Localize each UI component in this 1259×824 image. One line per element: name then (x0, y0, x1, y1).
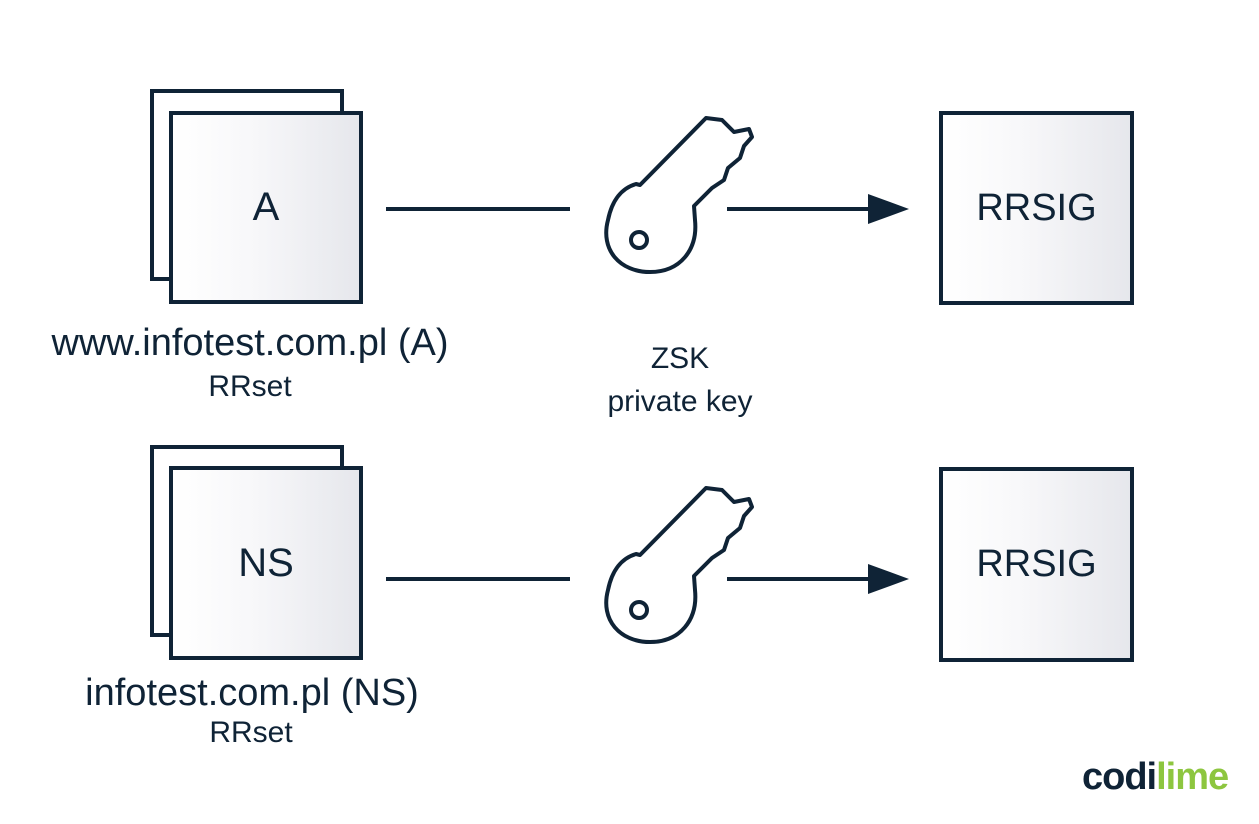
key-icon (604, 116, 754, 274)
rrset-a-box: A (169, 111, 363, 304)
key-label-line2: private key (607, 385, 753, 418)
rrset-ns-box: NS (169, 466, 363, 660)
rrset-a-sub: RRset (208, 370, 292, 403)
rrsig-box-2: RRSIG (939, 467, 1134, 662)
rrset-a-type: A (252, 185, 280, 229)
key-label-line1: ZSK (650, 342, 710, 375)
rrsig-label-1: RRSIG (976, 186, 1097, 229)
codilime-logo: codilime (1082, 756, 1229, 799)
rrset-ns-name: infotest.com.pl (NS) (85, 672, 419, 714)
key-icon (604, 486, 754, 644)
rrset-ns-sub: RRset (209, 716, 293, 749)
logo-part-lime: lime (1156, 756, 1229, 798)
logo-part-codi: codi (1082, 756, 1157, 798)
rrsig-box-1: RRSIG (939, 111, 1134, 305)
rrset-ns-type: NS (238, 540, 294, 585)
arrow-right-icon (868, 194, 909, 224)
rrsig-label-2: RRSIG (976, 543, 1097, 585)
arrow-right-icon (868, 564, 909, 594)
rrset-a-name: www.infotest.com.pl (A) (51, 322, 449, 364)
